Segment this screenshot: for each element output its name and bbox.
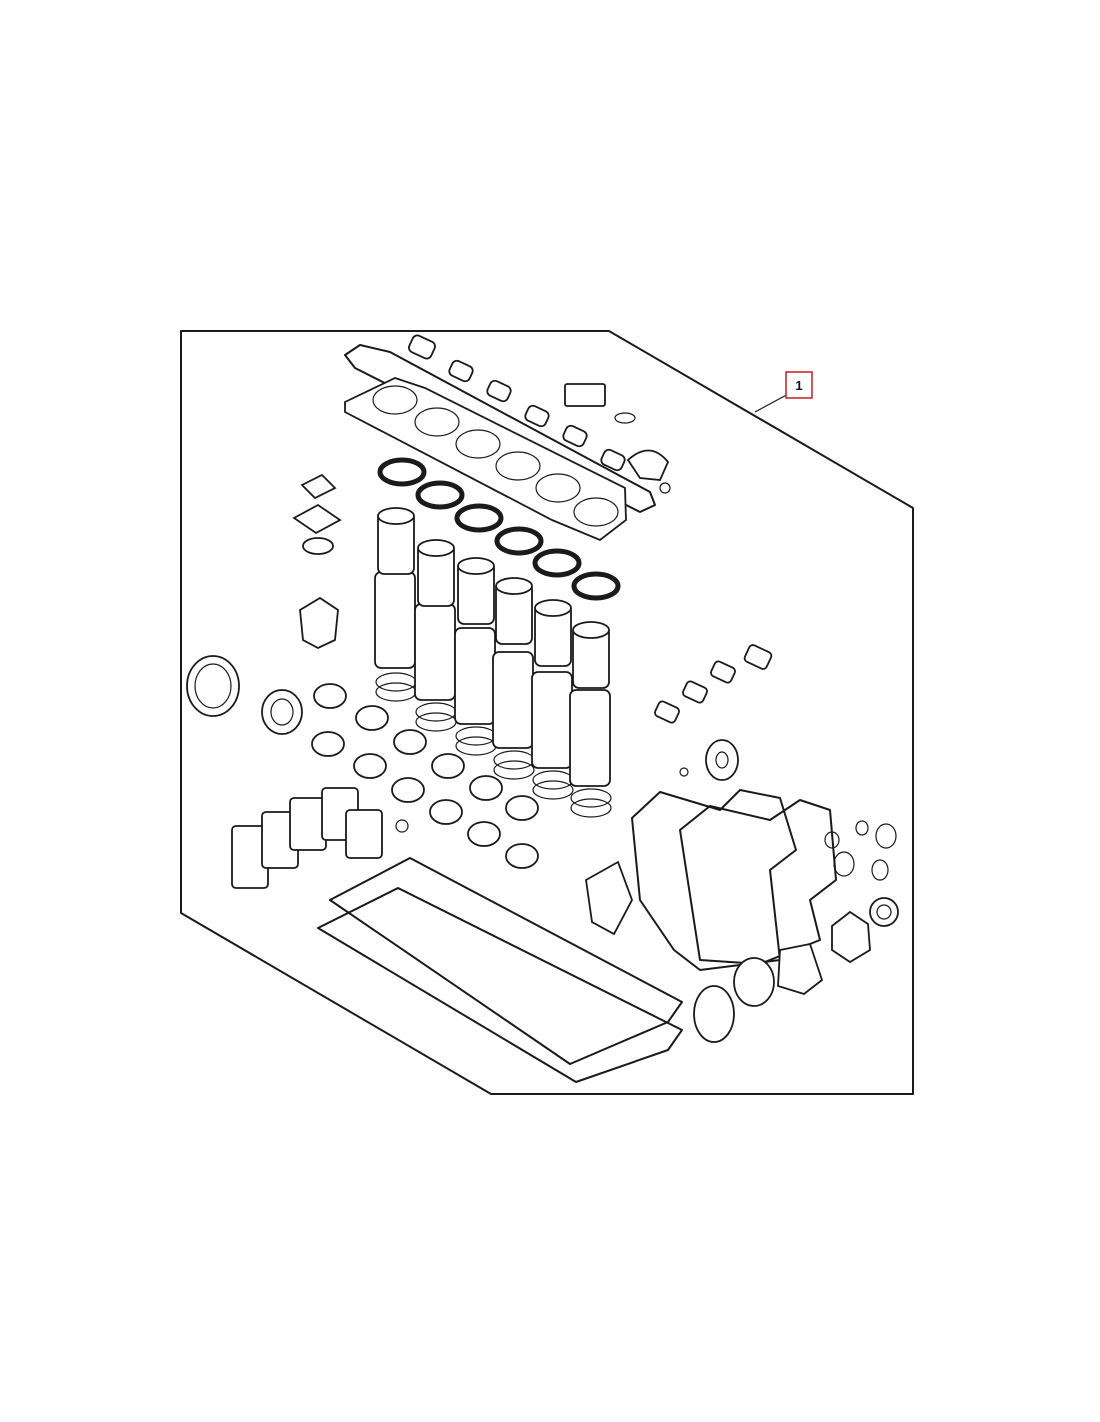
kit-outline bbox=[180, 330, 914, 1095]
thrust-washers bbox=[261, 689, 303, 735]
callout-1[interactable]: 1 bbox=[785, 371, 813, 399]
front-cover-gaskets bbox=[631, 789, 837, 971]
oil-pan-gaskets bbox=[317, 857, 683, 1083]
exhaust-manifold-gaskets bbox=[408, 334, 671, 494]
round-gaskets bbox=[693, 910, 871, 1043]
oil-cooler-gaskets bbox=[231, 787, 409, 889]
cylinder-head-gasket bbox=[344, 377, 627, 542]
pistons-and-liners bbox=[374, 507, 612, 818]
small-gaskets-right bbox=[585, 644, 773, 936]
bearing-shells bbox=[311, 683, 539, 869]
callout-label: 1 bbox=[795, 378, 802, 393]
small-gaskets-left bbox=[292, 473, 342, 650]
piston-ring-sets bbox=[377, 457, 621, 601]
o-rings bbox=[824, 820, 899, 927]
rear-crankshaft-seal bbox=[186, 655, 240, 717]
